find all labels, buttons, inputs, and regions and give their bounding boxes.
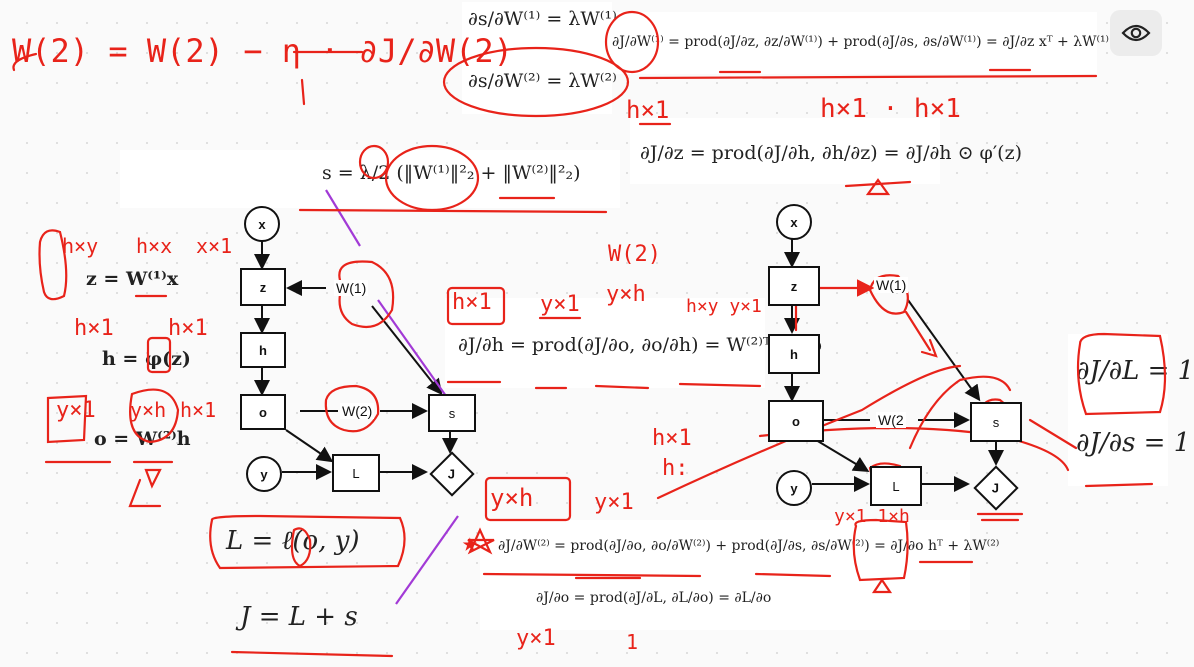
node-y[interactable]: y xyxy=(776,470,812,506)
node-o[interactable]: o xyxy=(240,394,286,430)
node-y[interactable]: y xyxy=(246,456,282,492)
node-s[interactable]: s xyxy=(428,394,476,432)
node-h[interactable]: h xyxy=(768,334,820,374)
eq-dj-dl: ∂J/∂L = 1 xyxy=(1076,356,1194,386)
eq-dj-ds: ∂J/∂s = 1 xyxy=(1076,428,1191,458)
handwritten-dim: y×h xyxy=(606,282,646,307)
handwritten-dim: h×1 · h×1 xyxy=(820,94,961,124)
eye-icon xyxy=(1121,24,1151,42)
eq-h-def: h = φ(z) xyxy=(102,348,191,370)
handwritten-dim: y×1 xyxy=(56,398,96,423)
clip-panel xyxy=(630,118,940,184)
node-s[interactable]: s xyxy=(970,402,1022,442)
weight-w2-label[interactable]: W(2 xyxy=(876,412,906,428)
node-x[interactable]: x xyxy=(244,206,280,242)
handwritten-dim: h×y y×1 xyxy=(686,296,762,317)
eq-dj-dw1: ∂J/∂W⁽¹⁾ = prod(∂J/∂z, ∂z/∂W⁽¹⁾) + prod(… xyxy=(612,34,1109,50)
node-l[interactable]: L xyxy=(870,466,922,506)
eq-z-def: z = W⁽¹⁾x xyxy=(86,268,179,290)
clip-panel xyxy=(462,2,612,114)
handwritten-dim: h×y xyxy=(62,234,99,258)
handwritten-dim: W(2) xyxy=(608,242,661,267)
handwritten-dim: h×1 xyxy=(180,398,217,422)
handwritten-star: ★ xyxy=(462,528,478,558)
handwritten-dim: y×h xyxy=(130,398,167,422)
node-z[interactable]: z xyxy=(768,266,820,306)
handwritten-dim: h×1 xyxy=(452,290,492,315)
handwritten-dim: y×1 xyxy=(540,292,580,317)
view-toggle-button[interactable] xyxy=(1110,10,1162,56)
handwritten-dim: y×h xyxy=(490,484,534,512)
eq-dj-dh: ∂J/∂h = prod(∂J/∂o, ∂o/∂h) = W⁽²⁾ᵀ ∂J/∂o xyxy=(458,334,823,356)
node-o[interactable]: o xyxy=(768,400,824,442)
handwritten-dim: h×1 xyxy=(652,426,692,451)
handwritten-dim: y×1 xyxy=(516,626,556,651)
eq-dj-dw2: ∂J/∂W⁽²⁾ = prod(∂J/∂o, ∂o/∂W⁽²⁾) + prod(… xyxy=(498,538,1000,554)
weight-w1-label[interactable]: W(1) xyxy=(874,277,909,293)
node-l[interactable]: L xyxy=(332,454,380,492)
eq-dj-do: ∂J/∂o = prod(∂J/∂L, ∂L/∂o) = ∂L/∂o xyxy=(536,590,772,606)
eq-dj-dz: ∂J/∂z = prod(∂J/∂h, ∂h/∂z) = ∂J/∂h ⊙ φ′(… xyxy=(640,142,1022,164)
node-j-label: J xyxy=(448,466,456,482)
eq-j-def: J = L + s xyxy=(240,602,358,632)
node-j-label: J xyxy=(992,480,1000,496)
handwritten-dim: x×1 xyxy=(196,234,233,258)
weight-w2-label[interactable]: W(2) xyxy=(340,403,375,419)
handwritten-dim: h×1 xyxy=(626,96,670,124)
weight-w1-label[interactable]: W(1) xyxy=(334,280,369,296)
handwritten-dim: 1 xyxy=(626,630,639,654)
node-z[interactable]: z xyxy=(240,268,286,306)
handwritten-note: h: xyxy=(662,456,689,481)
node-h[interactable]: h xyxy=(240,332,286,368)
handwritten-update-rule: W(2) = W(2) − η · ∂J/∂W(2) xyxy=(12,32,513,70)
clip-panel xyxy=(605,12,1097,74)
node-x[interactable]: x xyxy=(776,204,812,240)
handwritten-dim: h×1 xyxy=(74,316,114,341)
eq-ds-dw1: ∂s/∂W⁽¹⁾ = λW⁽¹⁾ xyxy=(468,8,617,30)
eq-ds-dw2: ∂s/∂W⁽²⁾ = λW⁽²⁾ xyxy=(468,70,617,92)
handwritten-dim: h×x xyxy=(136,234,173,258)
handwritten-dim: h×1 xyxy=(168,316,208,341)
clip-panel xyxy=(445,298,765,388)
handwritten-dim: y×1 1×h xyxy=(834,506,910,527)
handwritten-dim: y×1 xyxy=(594,490,634,515)
